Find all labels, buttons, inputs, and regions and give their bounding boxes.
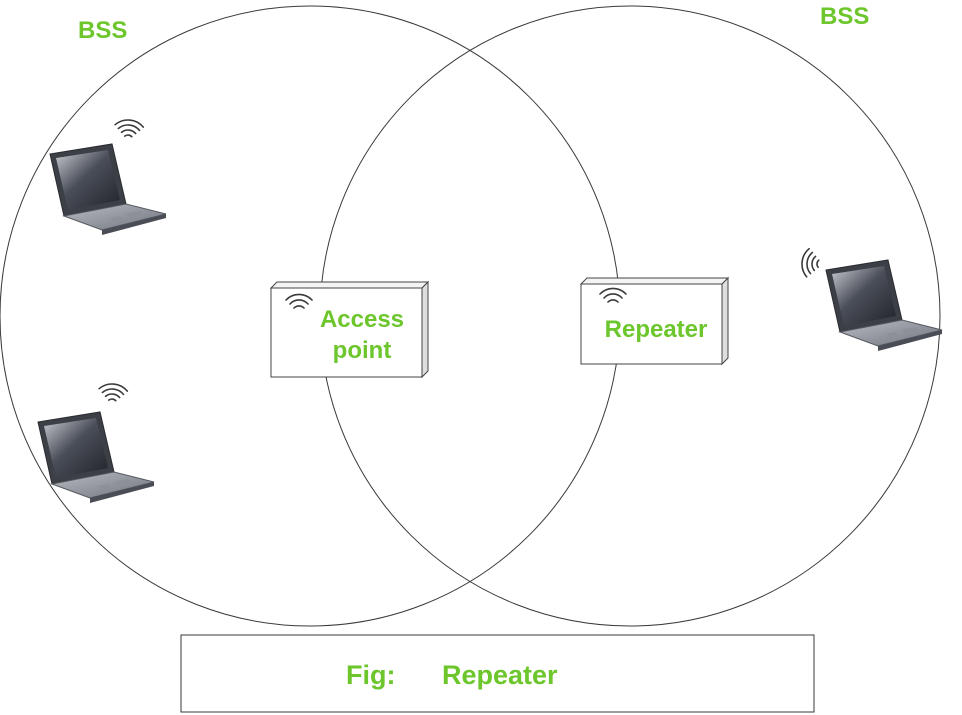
bss-right-label: BSS	[820, 3, 869, 30]
access-point-label-line1: Access	[320, 306, 404, 333]
wifi-signal-icon	[801, 247, 820, 278]
access-point-box: Access point	[269, 280, 430, 379]
laptop-icon	[37, 411, 155, 504]
repeater-box: Repeater	[579, 276, 730, 366]
wifi-signal-icon	[285, 293, 313, 309]
repeater-label: Repeater	[605, 316, 708, 343]
caption-box	[180, 634, 815, 713]
bss-left-label: BSS	[78, 17, 127, 44]
caption-title: Repeater	[442, 660, 558, 690]
caption-prefix: Fig:	[346, 660, 395, 690]
access-point-label-line2: point	[333, 337, 392, 364]
wifi-signal-icon	[114, 119, 145, 138]
wifi-signal-icon	[98, 383, 129, 402]
laptop-icon	[825, 259, 943, 352]
laptop-icon	[49, 143, 167, 236]
wifi-signal-icon	[599, 287, 627, 303]
